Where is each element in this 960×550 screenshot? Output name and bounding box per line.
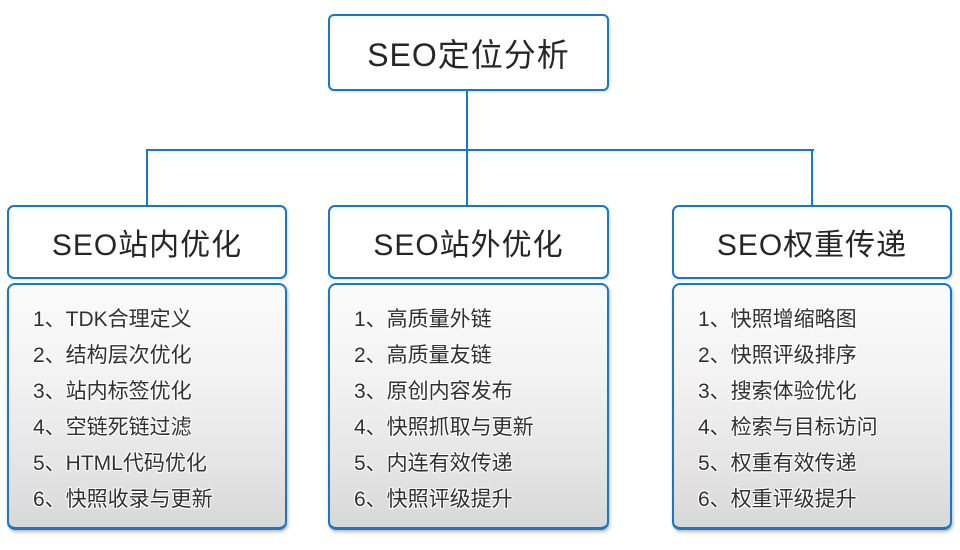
node-weight-transfer: SEO权重传递 — [672, 205, 952, 279]
list-item: 2、结构层次优化 — [33, 344, 192, 367]
connector-drop-left — [146, 149, 148, 205]
list-item: 2、快照评级排序 — [698, 344, 857, 367]
list-item: 5、内连有效传递 — [354, 452, 513, 475]
list-item: 3、站内标签优化 — [33, 380, 192, 403]
node-offsite-title: SEO站外优化 — [373, 229, 564, 262]
list-item: 4、空链死链过滤 — [33, 416, 192, 439]
list-item: 1、TDK合理定义 — [33, 308, 192, 331]
root-node-title: SEO定位分析 — [367, 36, 570, 73]
list-item: 6、快照评级提升 — [354, 488, 513, 511]
connector-root-stem — [466, 91, 468, 150]
list-weight-transfer: 1、快照增缩略图 2、快照评级排序 3、搜索体验优化 4、检索与目标访问 5、权… — [672, 283, 952, 530]
list-item: 1、快照增缩略图 — [698, 308, 857, 331]
node-offsite-optimization: SEO站外优化 — [328, 205, 609, 279]
list-item: 5、权重有效传递 — [698, 452, 857, 475]
connector-branch-bar — [146, 149, 814, 151]
connector-drop-center — [466, 149, 468, 205]
list-item: 2、高质量友链 — [354, 344, 492, 367]
list-item: 5、HTML代码优化 — [33, 452, 207, 475]
node-weight-title: SEO权重传递 — [716, 229, 908, 262]
list-item: 4、检索与目标访问 — [698, 416, 878, 439]
root-node-seo-positioning-analysis: SEO定位分析 — [328, 14, 609, 91]
node-onsite-optimization: SEO站内优化 — [7, 205, 287, 279]
list-item: 6、权重评级提升 — [698, 488, 857, 511]
connector-drop-right — [811, 149, 813, 205]
list-item: 3、搜索体验优化 — [698, 380, 857, 403]
list-item: 6、快照收录与更新 — [33, 488, 213, 511]
list-onsite-optimization: 1、TDK合理定义 2、结构层次优化 3、站内标签优化 4、空链死链过滤 5、H… — [7, 283, 287, 530]
list-offsite-optimization: 1、高质量外链 2、高质量友链 3、原创内容发布 4、快照抓取与更新 5、内连有… — [328, 283, 609, 530]
node-onsite-title: SEO站内优化 — [51, 229, 243, 262]
list-item: 1、高质量外链 — [354, 308, 492, 331]
list-item: 3、原创内容发布 — [354, 380, 513, 403]
list-item: 4、快照抓取与更新 — [354, 416, 534, 439]
